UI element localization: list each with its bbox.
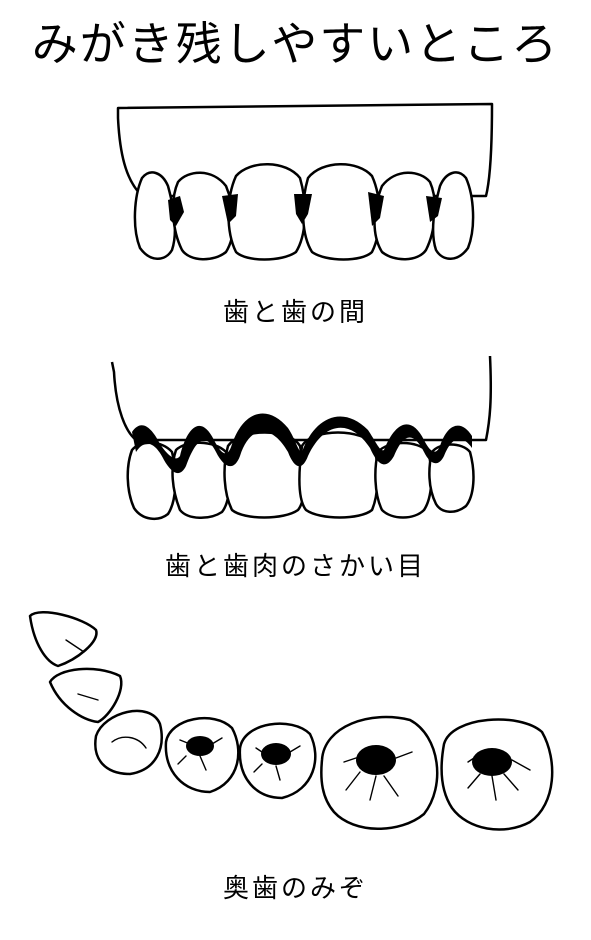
plaque-interdental-marks xyxy=(168,192,442,226)
plaque-gumline-band xyxy=(132,413,472,474)
tooth-1 xyxy=(133,171,177,260)
incisor-row xyxy=(28,611,123,724)
tooth-6 xyxy=(431,171,475,260)
caption-gumline: 歯と歯肉のさかい目 xyxy=(164,552,426,582)
groove-lines xyxy=(177,737,531,801)
premolar-small xyxy=(94,709,163,776)
tooth-b4 xyxy=(298,431,379,519)
teeth-row-1 xyxy=(133,163,475,261)
tooth-2 xyxy=(171,171,235,261)
caption-between-teeth: 歯と歯の間 xyxy=(222,298,368,328)
tooth-3 xyxy=(227,163,307,261)
page-title: みがき残しやすいところ xyxy=(31,17,560,71)
incisor-2 xyxy=(48,667,123,724)
tooth-b6 xyxy=(428,443,475,513)
tooth-b1 xyxy=(126,441,177,521)
tooth-4 xyxy=(301,163,381,261)
groove-plaque-marks xyxy=(186,736,512,776)
caption-molar-grooves: 奥歯のみぞ xyxy=(222,874,368,904)
incisor-1 xyxy=(28,611,98,668)
tooth-5 xyxy=(373,171,437,261)
